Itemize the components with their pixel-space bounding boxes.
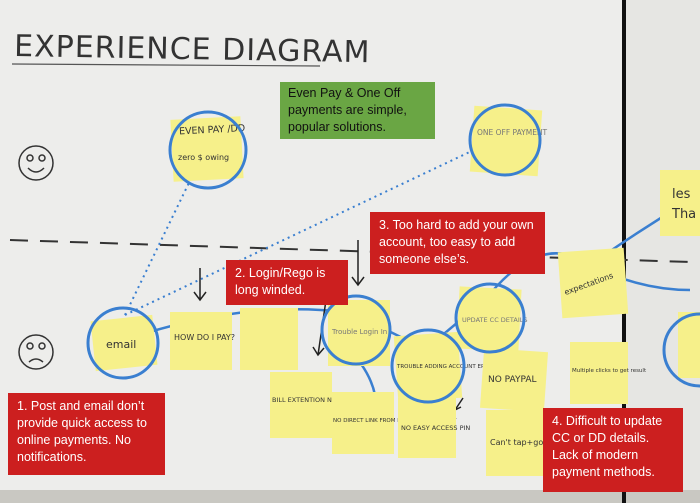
sticky-no-paypal-text: NO PAYPAL — [488, 375, 537, 385]
sticky-trouble-adding-text: TROUBLE ADDING ACCOUNT EPAYPLUS — [396, 364, 505, 370]
sticky-trouble-login: Trouble Login In — [328, 300, 390, 366]
sticky-update-cc-text: UPDATE CC DETAILS — [462, 316, 528, 324]
baseline-divider — [9, 239, 691, 263]
title-underline — [11, 63, 321, 67]
sticky-how-do: HOW DO I PAY? — [170, 312, 235, 370]
sticky-edge-top-text-2: Tha — [671, 207, 696, 222]
callout-update: 4. Difficult to update CC or DD details.… — [543, 408, 683, 492]
sticky-bill-extention: BILL EXTENTION NOT EASY ONLINE — [270, 372, 386, 438]
sticky-no-direct-text: NO DIRECT LINK FROM INVOICE TO PAYMENT — [333, 418, 457, 424]
highlight-circles — [86, 103, 700, 404]
sticky-more-payments — [240, 308, 298, 370]
circle-trouble-login — [320, 294, 392, 366]
circle-update-cc — [454, 282, 526, 354]
sticky-trouble-text: Trouble Login In — [331, 328, 387, 336]
sticky-bill-ext-text: BILL EXTENTION NOT EASY ONLINE — [272, 396, 386, 404]
board-bottom-edge — [0, 490, 700, 503]
sticky-edge-bottom — [678, 312, 700, 378]
circle-trouble-adding — [390, 328, 466, 404]
sticky-multiple-text: Multiple clicks to get result — [572, 368, 647, 374]
callout-login: 2. Login/Rego is long winded. — [226, 260, 348, 305]
sticky-multiple-clicks: Multiple clicks to get result — [570, 342, 647, 404]
sticky-no-easy: NO EASY ACCESS PIN — [398, 398, 470, 458]
sticky-no-direct: NO DIRECT LINK FROM INVOICE TO PAYMENT — [332, 392, 457, 454]
sticky-edge-top: les Tha — [660, 170, 700, 236]
sticky-edge-top-text-1: les — [672, 187, 691, 202]
page-title: EXPERIENCE DIAGRAM — [14, 29, 371, 70]
svg-text:EVEN PAY /DD: EVEN PAY /DD — [179, 123, 246, 137]
sticky-update-cc: UPDATE CC DETAILS — [456, 286, 528, 352]
circle-email — [86, 306, 160, 380]
callout-green: Even Pay & One Off payments are simple, … — [280, 82, 435, 139]
sticky-even-pay: EVEN PAY /DD zero $ owing — [170, 116, 245, 182]
sticky-even-pay-sub: zero $ owing — [178, 153, 229, 162]
sticky-email: email — [90, 314, 158, 372]
sticky-how-do-text: HOW DO I PAY? — [174, 333, 235, 342]
circle-edge — [662, 312, 700, 388]
circle-one-off — [468, 103, 542, 177]
sad-face-icon — [18, 334, 54, 370]
sticky-one-off: ONE OFF PAYMENT — [469, 105, 548, 177]
sticky-one-off-text: ONE OFF PAYMENT — [477, 128, 548, 137]
sticky-trouble-adding: TROUBLE ADDING ACCOUNT EPAYPLUS — [393, 331, 505, 403]
sticky-cant-tap: Can't tap+go — [486, 410, 544, 476]
callout-post-email: 1. Post and email don’t provide quick ac… — [8, 393, 165, 475]
sticky-email-text: email — [106, 338, 136, 351]
sticky-even-pay-text: EVEN PAY /DD — [179, 123, 246, 137]
sticky-cant-tap-text: Can't tap+go — [490, 438, 543, 447]
happy-face-icon — [18, 145, 54, 181]
circle-even-pay — [168, 110, 248, 190]
callout-account: 3. Too hard to add your own account, too… — [370, 212, 545, 274]
dotted-path-one-off — [124, 139, 496, 316]
sticky-expectations: expectations — [557, 247, 629, 319]
sticky-no-paypal: NO PAYPAL — [479, 347, 549, 413]
sticky-no-easy-text: NO EASY ACCESS PIN — [401, 424, 470, 432]
